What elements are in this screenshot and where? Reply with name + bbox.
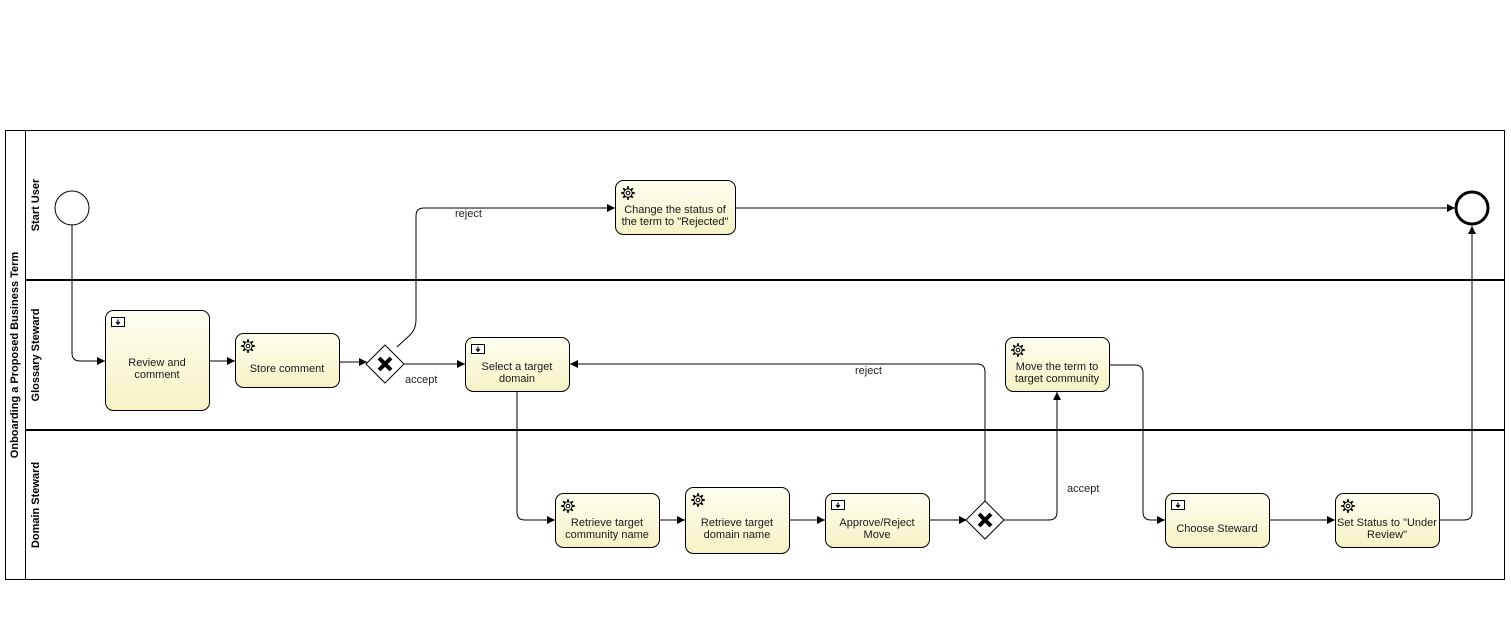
lane-domain-steward: Domain Steward [30,462,42,548]
lane-label-glossary-steward: Glossary Steward [30,309,42,402]
svg-text:Choose Steward: Choose Steward [1176,523,1257,535]
flow-label-reject: reject [455,208,482,220]
user-task-icon [830,499,846,511]
start-event[interactable] [54,190,90,226]
exclusive-gateway[interactable] [365,344,405,384]
svg-text:Store comment: Store comment [250,363,325,375]
flow-label-reject: reject [855,365,882,377]
flow-set-to-end [1440,226,1476,521]
lane-glossary-steward: Glossary Steward [30,309,42,402]
lane-label-domain-steward: Domain Steward [30,462,42,548]
pool-label: Onboarding a Proposed Business Term [9,252,21,459]
exclusive-gateway[interactable] [965,500,1005,540]
flow-gateway-reject-back [570,360,986,502]
task-store-comment[interactable]: Store comment [235,333,340,388]
task-choose-steward[interactable]: Choose Steward [1165,493,1270,548]
flow-gateway-reject [396,204,615,348]
flow-select-to-retrieve [516,392,555,524]
lane-start-user: Start User [30,178,42,231]
flow-gateway-accept-move [1004,392,1061,521]
x-icon [377,356,393,372]
end-event[interactable] [1454,190,1490,226]
user-task-icon [110,316,126,328]
flow-label-accept: accept [1067,483,1099,495]
lane-label-start-user: Start User [30,178,42,231]
flow-move-to-choose [1110,364,1165,524]
flow-label-accept: accept [405,374,437,386]
user-task-icon [1170,499,1186,511]
user-task-icon [470,343,486,355]
flow-start-to-review [71,225,105,365]
sequence-flows [71,204,1476,524]
x-icon [977,512,993,528]
